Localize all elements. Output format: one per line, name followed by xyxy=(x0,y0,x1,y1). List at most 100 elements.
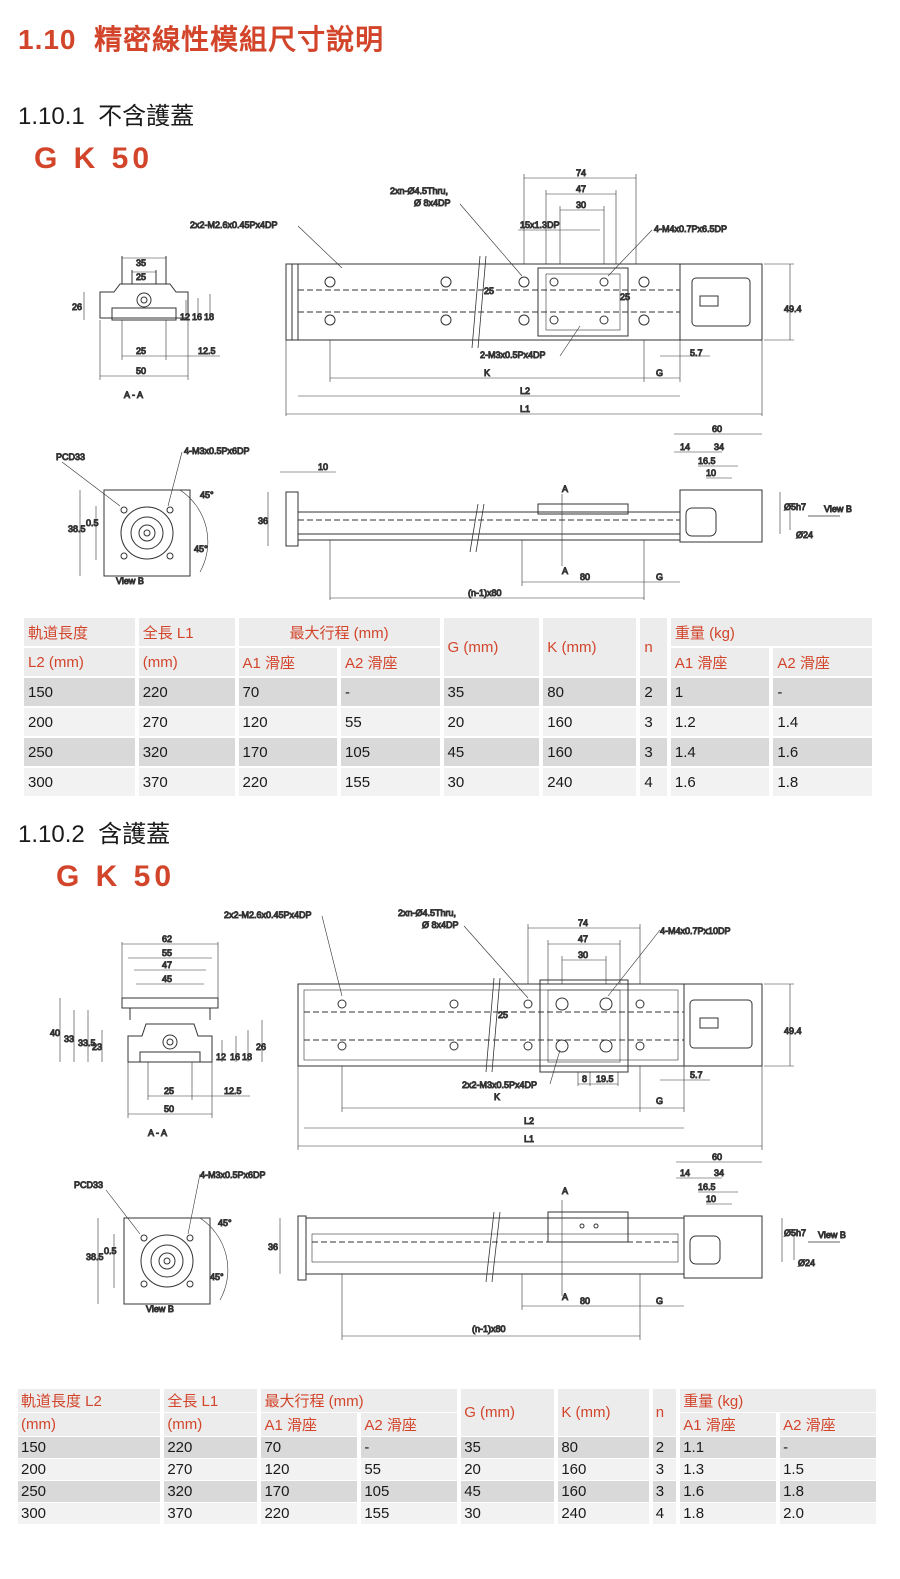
cell: 250 xyxy=(24,738,135,766)
cell: 35 xyxy=(443,678,540,706)
dim-35: 35 xyxy=(136,258,146,268)
th-g: G (mm) xyxy=(443,618,540,676)
view-b-1 xyxy=(61,451,209,577)
dim-47: 47 xyxy=(576,184,586,194)
th-weight-a1: A1 滑座 xyxy=(670,648,770,676)
spec-table-2: 軌道長度 L2 全長 L1 最大行程 (mm) G (mm) K (mm) n … xyxy=(14,1388,880,1525)
view-b-caption: View B xyxy=(146,1304,174,1314)
cell: 1.6 xyxy=(773,738,872,766)
section-aa-view-2 xyxy=(59,942,263,1118)
cell: - xyxy=(361,1437,458,1458)
section-mark-a-bottom: A xyxy=(562,566,568,576)
cell: 200 xyxy=(24,708,135,736)
note-tap2: 4-M4x0.7Px6.5DP xyxy=(654,224,727,234)
cell: 160 xyxy=(558,1481,649,1502)
section-title: 1.10 精密線性模組尺寸說明 xyxy=(18,18,384,58)
th-n: n xyxy=(652,1389,677,1436)
dim-l2: L2 xyxy=(524,1116,534,1126)
dim-18: 18 xyxy=(242,1052,252,1062)
dim-n-80: (n-1)x80 xyxy=(468,588,502,598)
dim-34: 34 xyxy=(714,1168,724,1178)
cell: 1.3 xyxy=(680,1459,777,1480)
th-weight-a2: A2 滑座 xyxy=(773,648,872,676)
th-k: K (mm) xyxy=(558,1389,649,1436)
cell: 155 xyxy=(361,1503,458,1524)
cell: 1.8 xyxy=(773,768,872,796)
cell: 200 xyxy=(18,1459,161,1480)
th-l1: 全長 L1 xyxy=(138,618,235,646)
th-weight: 重量 (kg) xyxy=(670,618,872,646)
dim-25b: 25 xyxy=(136,346,146,356)
top-view-2 xyxy=(297,915,794,1150)
cell: 250 xyxy=(18,1481,161,1502)
subsection-2-number: 1.10.2 xyxy=(18,821,85,848)
angle-45-a: 45° xyxy=(200,490,214,500)
cell: 1.8 xyxy=(680,1503,777,1524)
dim-45: 45 xyxy=(162,974,172,984)
section-aa-label: A - A xyxy=(124,390,143,400)
th-weight: 重量 (kg) xyxy=(680,1389,876,1412)
dim-62: 62 xyxy=(162,934,172,944)
dim-50: 50 xyxy=(136,366,146,376)
dim-33: 33 xyxy=(64,1034,74,1044)
cell: 170 xyxy=(238,738,338,766)
note-tap3: 2x2-M3x0.5Px4DP xyxy=(462,1080,537,1090)
dim-k: K xyxy=(494,1092,500,1102)
th-stroke: 最大行程 (mm) xyxy=(238,618,440,646)
cell: 55 xyxy=(341,708,440,736)
dim-80: 80 xyxy=(580,1296,590,1306)
th-l1-unit: (mm) xyxy=(164,1413,258,1436)
dim-16: 16 xyxy=(192,312,202,322)
section-mark-a-bottom: A xyxy=(562,1292,568,1302)
cell: 1.2 xyxy=(670,708,770,736)
cell: 1.1 xyxy=(680,1437,777,1458)
model-label-1: G K 50 xyxy=(34,142,154,175)
cell: 150 xyxy=(24,678,135,706)
cell: - xyxy=(341,678,440,706)
cell: 55 xyxy=(361,1459,458,1480)
cell: 30 xyxy=(461,1503,555,1524)
dim-25-vert: 25 xyxy=(498,1010,508,1020)
th-weight-a1: A1 滑座 xyxy=(680,1413,777,1436)
cell: 80 xyxy=(558,1437,649,1458)
cell: 3 xyxy=(640,708,667,736)
cell: 2 xyxy=(652,1437,677,1458)
table-1-header-row-1: 軌道長度 全長 L1 最大行程 (mm) G (mm) K (mm) n 重量 … xyxy=(24,618,872,676)
th-l2-unit: L2 (mm) xyxy=(24,648,135,676)
dim-74: 74 xyxy=(576,168,586,178)
dim-49-4: 49.4 xyxy=(784,304,802,314)
cell: 1.5 xyxy=(780,1459,876,1480)
th-stroke-a2: A2 滑座 xyxy=(341,648,440,676)
cell: 160 xyxy=(543,708,637,736)
cell: 35 xyxy=(461,1437,555,1458)
dim-80: 80 xyxy=(580,572,590,582)
note-tap1: 2x2-M2.6x0.45Px4DP xyxy=(224,910,312,920)
dim-0-5: 0.5 xyxy=(104,1246,117,1256)
top-view-1 xyxy=(285,174,794,416)
cell: 300 xyxy=(24,768,135,796)
dim-60: 60 xyxy=(712,1152,722,1162)
dim-10: 10 xyxy=(706,1194,716,1204)
table-2-header-row-1: 軌道長度 L2 全長 L1 最大行程 (mm) G (mm) K (mm) n … xyxy=(18,1389,876,1436)
note-cbore: Ø 8x4DP xyxy=(422,920,459,930)
note-tap1: 2x2-M2.6x0.45Px4DP xyxy=(190,220,278,230)
dim-36: 36 xyxy=(258,516,268,526)
th-l1: 全長 L1 xyxy=(164,1389,258,1412)
dim-33-5: 33.5 xyxy=(78,1038,96,1048)
table-1-header-row-2: L2 (mm) (mm) A1 滑座 A2 滑座 A1 滑座 A2 滑座 xyxy=(24,648,872,676)
cell: 2.0 xyxy=(780,1503,876,1524)
cell: 2 xyxy=(640,678,667,706)
dim-36: 36 xyxy=(268,1242,278,1252)
dim-12-5: 12.5 xyxy=(224,1086,242,1096)
dim-16: 16 xyxy=(230,1052,240,1062)
cell: 70 xyxy=(261,1437,358,1458)
dim-k: K xyxy=(484,368,490,378)
cell: 20 xyxy=(461,1459,555,1480)
dim-10b: 10 xyxy=(706,468,716,478)
dim-l1: L1 xyxy=(520,404,530,414)
